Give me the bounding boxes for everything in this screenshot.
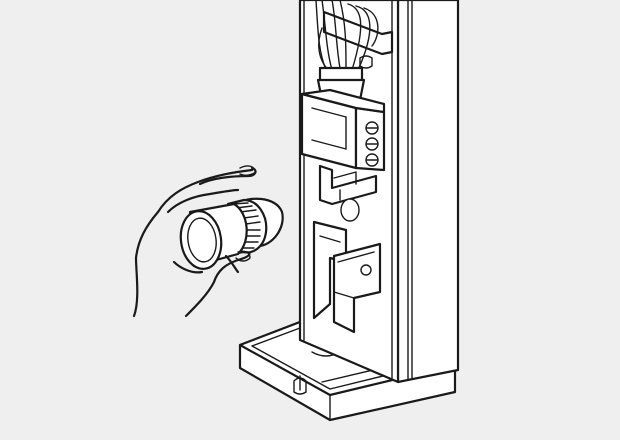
valve: [300, 88, 386, 172]
bracket: [312, 220, 382, 334]
clip: [318, 164, 378, 222]
cap: [179, 197, 284, 270]
hand: [132, 165, 257, 318]
terminal-block: [365, 121, 379, 167]
